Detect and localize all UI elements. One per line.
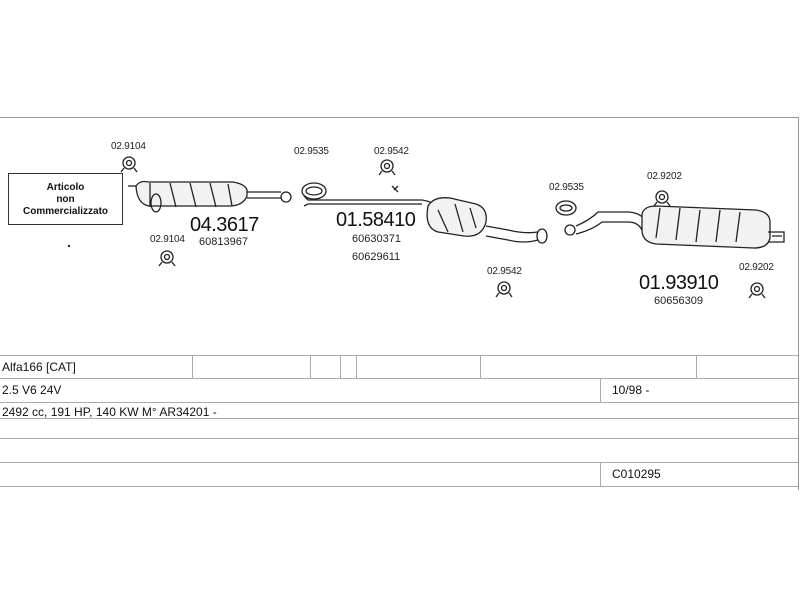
table-line [310, 355, 311, 378]
part-code-label[interactable]: 02.9542 [374, 146, 409, 157]
part-code-label[interactable]: 02.9535 [294, 146, 329, 157]
table-line [0, 378, 798, 379]
vehicle-date: 10/98 - [612, 383, 650, 397]
table-line [0, 486, 798, 487]
middle-silencer-part[interactable] [303, 185, 548, 244]
vehicle-specs: 2492 cc, 191 HP, 140 KW M° AR34201 - [2, 405, 217, 419]
clamp-icon[interactable] [158, 250, 176, 267]
gasket-icon[interactable] [301, 182, 327, 200]
table-line [480, 355, 481, 378]
table-line [0, 355, 798, 356]
part-code-label[interactable]: 04.3617 [190, 214, 259, 236]
note-line: non [56, 194, 75, 205]
note-line: Commercializzato [22, 206, 109, 217]
table-line [600, 462, 601, 486]
part-ref-label: 60630371 [352, 233, 401, 245]
system-code: C010295 [612, 467, 661, 481]
clamp-icon[interactable] [495, 281, 513, 298]
table-line [340, 355, 341, 378]
part-code-label[interactable]: 02.9202 [739, 262, 774, 273]
clamp-icon[interactable] [653, 190, 671, 207]
rear-silencer-part[interactable] [575, 205, 785, 249]
part-code-label[interactable]: 02.9202 [647, 171, 682, 182]
pipe-end-icon [564, 224, 576, 236]
part-code-label[interactable]: 02.9104 [150, 234, 185, 245]
clamp-icon[interactable] [748, 282, 766, 299]
vehicle-model: Alfa166 [CAT] [2, 360, 76, 374]
pipe-end-icon [280, 191, 292, 203]
part-ref-label: 60813967 [199, 236, 248, 248]
diagram-frame [0, 117, 799, 490]
part-code-label[interactable]: 02.9104 [111, 141, 146, 152]
vehicle-engine: 2.5 V6 24V [2, 383, 62, 397]
gasket-icon[interactable] [555, 200, 577, 216]
part-code-label[interactable]: 01.58410 [336, 209, 416, 231]
table-line [0, 462, 798, 463]
part-ref-label: 60629611 [352, 251, 401, 263]
not-available-box: Articolo non Commercializzato [8, 173, 123, 225]
note-line: Articolo [46, 182, 85, 193]
table-line [696, 355, 697, 378]
part-code-label[interactable]: 02.9542 [487, 266, 522, 277]
table-line [600, 378, 601, 402]
table-line [0, 402, 798, 403]
exhaust-diagram [67, 156, 785, 299]
part-code-label[interactable]: 01.93910 [639, 272, 719, 294]
clamp-icon[interactable] [120, 156, 138, 173]
part-code-label[interactable]: 02.9535 [549, 182, 584, 193]
table-line [0, 438, 798, 439]
table-line [192, 355, 193, 378]
clamp-icon[interactable] [378, 159, 396, 176]
table-line [0, 418, 798, 419]
table-line [356, 355, 357, 378]
part-ref-label: 60656309 [654, 295, 703, 307]
front-silencer-part[interactable] [128, 180, 281, 213]
marker-dot [67, 244, 71, 248]
